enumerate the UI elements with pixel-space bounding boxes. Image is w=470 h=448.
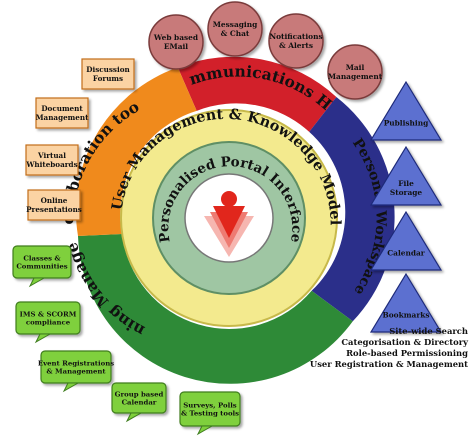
people-logo-icon xyxy=(204,191,254,257)
circle-node-icon xyxy=(148,14,204,70)
callout-tail-icon xyxy=(196,425,214,436)
callout-tail-icon xyxy=(28,277,46,288)
box-node-icon xyxy=(27,189,81,221)
personal-item-label: Publishing xyxy=(384,119,429,128)
callout-tail-icon xyxy=(62,382,80,393)
communications-item-label: Notifications& Alerts xyxy=(269,32,322,50)
circle-node-icon xyxy=(207,1,263,57)
learning-item-label: Classes &Communities xyxy=(16,254,67,270)
circle-node-icon xyxy=(327,44,383,100)
box-node-icon xyxy=(81,58,135,90)
core-feature: Categorisation & Directory xyxy=(341,337,468,347)
triangle-node-icon xyxy=(369,210,443,271)
communications-item-label: Messaging& Chat xyxy=(213,20,258,38)
personal-item[interactable]: Calendar xyxy=(369,210,443,271)
learning-item-label: Event Registrations& Management xyxy=(38,359,114,375)
core-feature: Role-based Permissioning xyxy=(346,348,468,358)
learning-item[interactable]: Event Registrations& Management xyxy=(38,350,114,393)
box-node-icon xyxy=(25,144,79,176)
callout-tail-icon xyxy=(125,412,143,423)
learning-item[interactable]: Surveys, Polls& Testing tools xyxy=(179,391,241,436)
learning-segment xyxy=(78,234,353,384)
communications-item[interactable]: Notifications& Alerts xyxy=(268,13,324,69)
learning-item-label: Surveys, Polls& Testing tools xyxy=(181,401,239,417)
collaboration-segment xyxy=(75,67,197,237)
core-features-list: Site-wide Search Categorisation & Direct… xyxy=(300,326,468,370)
core-feature: User Registration & Management xyxy=(309,359,468,369)
personal-item-label: Bookmarks xyxy=(382,311,429,320)
triangle-node-icon xyxy=(369,272,443,333)
box-node-icon xyxy=(35,97,89,129)
circle-node-icon xyxy=(268,13,324,69)
learning-item[interactable]: Classes &Communities xyxy=(12,245,72,288)
core-feature: Site-wide Search xyxy=(389,326,468,336)
triangle-node-icon xyxy=(369,145,443,206)
communications-item[interactable]: Messaging& Chat xyxy=(207,1,263,57)
communications-segment xyxy=(177,56,337,132)
personal-item-label: Calendar xyxy=(387,249,425,258)
personal-item[interactable]: Publishing xyxy=(369,80,443,141)
personal-item[interactable]: Bookmarks xyxy=(369,272,443,333)
callout-tail-icon xyxy=(34,333,52,344)
triangle-node-icon xyxy=(369,80,443,141)
